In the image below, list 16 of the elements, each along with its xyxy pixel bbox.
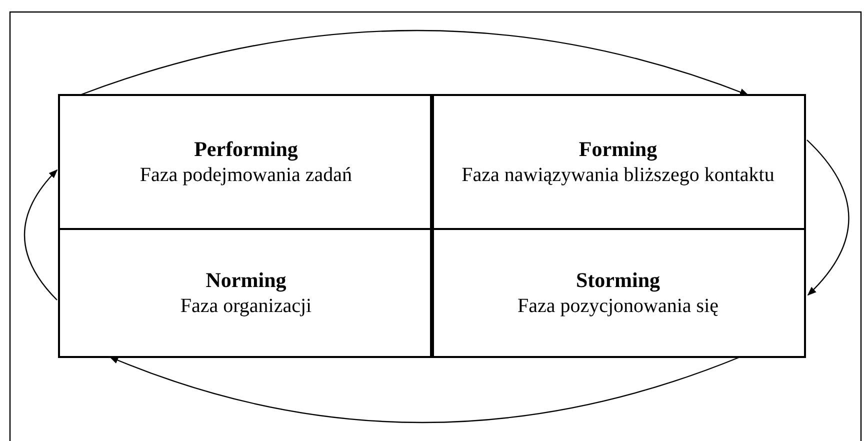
phase-name: Norming bbox=[206, 267, 286, 293]
phase-cell bbox=[430, 94, 806, 230]
cycle-arrow bbox=[109, 356, 740, 424]
phase-name: Performing bbox=[194, 136, 298, 162]
phase-description: Faza pozycjonowania się bbox=[517, 294, 719, 319]
phase-description: Faza organizacji bbox=[180, 294, 312, 319]
phase-name: Storming bbox=[576, 267, 660, 293]
phase-cell bbox=[430, 228, 806, 358]
phase-description: Faza podejmowania zadań bbox=[140, 163, 352, 188]
phase-name: Forming bbox=[578, 136, 658, 162]
cycle-arrow bbox=[80, 30, 749, 96]
phase-description: Faza nawiązywania bliższego kontaktu bbox=[462, 163, 774, 188]
cycle-arrow bbox=[24, 169, 58, 300]
phase-cell bbox=[58, 228, 434, 358]
cycle-arrow bbox=[806, 140, 850, 296]
phase-cell bbox=[58, 94, 434, 230]
